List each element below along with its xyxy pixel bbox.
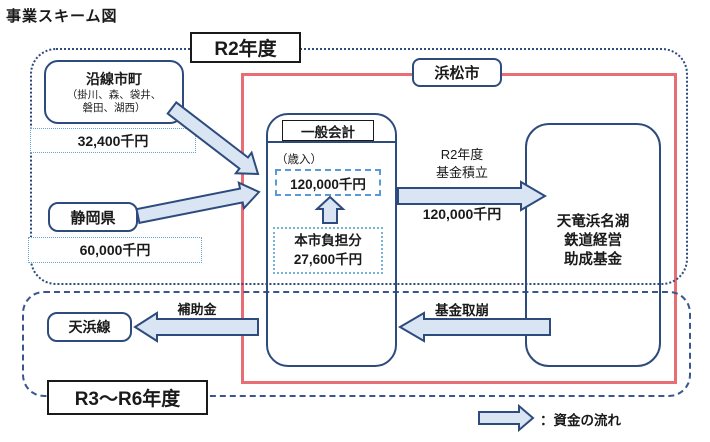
r2-period-label: R2年度 [190, 32, 301, 63]
subsidy-flow-label: 補助金 [177, 302, 217, 317]
general-account-box: 一般会計 （歳入） 120,000千円 本市負担分 27,600千円 [266, 113, 397, 367]
prefecture-box: 静岡県 [48, 202, 138, 232]
r3-r6-period-label: R3～R6年度 [47, 380, 208, 415]
railway-fund-name: 天竜浜名湖 鉄道経営 助成基金 [527, 213, 659, 270]
railway-fund-name-line1: 天竜浜名湖 [556, 214, 630, 230]
legend-arrow-icon [478, 403, 535, 433]
legend-caption: ：資金の流れ [540, 413, 621, 428]
r2-period-region [30, 48, 688, 285]
railway-fund-name-line3: 助成基金 [564, 252, 622, 269]
deposit-flow-label: R2年度 基金積立 [406, 146, 518, 181]
municipalities-box: 沿線市町 （掛川、森、袋井、 磐田、湖西） [44, 60, 184, 124]
deposit-flow-label-line2: 基金積立 [435, 164, 488, 180]
city-share-label: 本市負担分 [294, 233, 362, 249]
revenue-amount-box: 120,000千円 [275, 169, 381, 196]
general-account-divider [268, 141, 395, 143]
withdrawal-flow-label: 基金取崩 [435, 303, 489, 318]
railway-fund-box: 天竜浜名湖 鉄道経営 助成基金 [525, 123, 661, 367]
prefecture-amount: 60,000千円 [28, 237, 202, 263]
tenhama-line-box: 天浜線 [47, 312, 132, 342]
deposit-flow-amount: 120,000千円 [422, 206, 502, 222]
general-account-title: 一般会計 [282, 120, 374, 141]
municipalities-detail-line2: 磐田、湖西） [82, 102, 146, 114]
city-share-amount: 27,600千円 [293, 251, 363, 267]
municipalities-amount: 32,400千円 [30, 128, 196, 153]
railway-fund-name-line2: 鉄道経営 [564, 233, 622, 250]
deposit-flow-label-line1: R2年度 [440, 147, 484, 162]
municipalities-name: 沿線市町 [86, 70, 142, 87]
municipalities-detail-line1: （掛川、森、袋井、 [66, 88, 162, 101]
r3-r6-period-region [22, 291, 691, 397]
city-share-box: 本市負担分 27,600千円 [273, 227, 383, 274]
municipalities-detail: （掛川、森、袋井、 磐田、湖西） [67, 89, 162, 115]
revenue-label: （歳入） [276, 154, 322, 166]
diagram-title: 事業スキーム図 [6, 8, 118, 25]
hamamatsu-city-label: 浜松市 [412, 58, 502, 87]
